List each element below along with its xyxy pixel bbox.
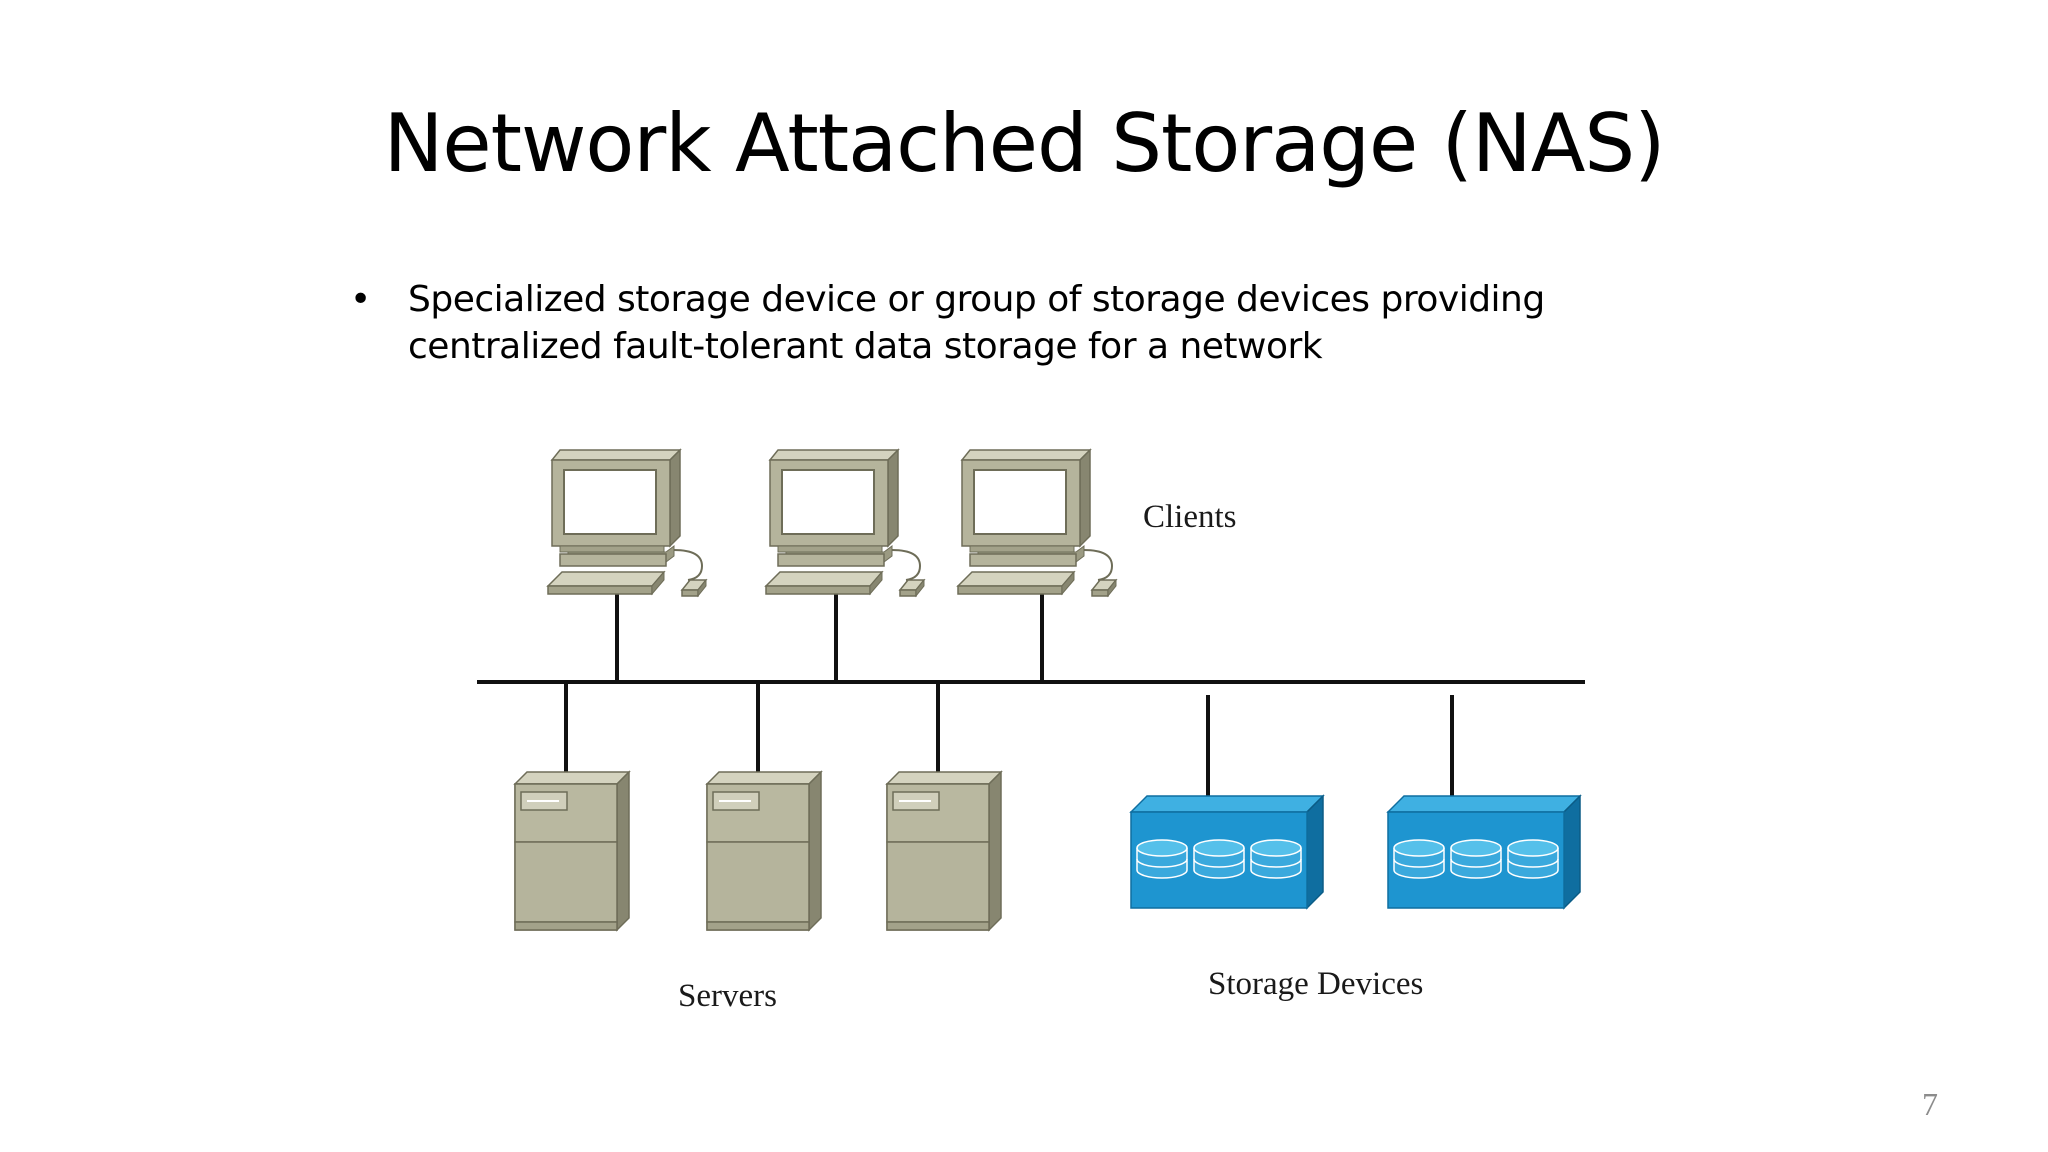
servers-label: Servers <box>678 978 777 1014</box>
client-computer-1 <box>547 449 707 597</box>
storage-device-2 <box>1387 795 1581 909</box>
server-1 <box>514 771 630 931</box>
bullet-line-2: centralized fault-tolerant data storage … <box>408 326 1323 367</box>
client-computer-2 <box>765 449 925 597</box>
bullet-dot: • <box>350 279 371 320</box>
server-3 <box>886 771 1002 931</box>
storage-devices-label: Storage Devices <box>1208 966 1423 1002</box>
storage-device-1 <box>1130 795 1324 909</box>
slide-title: Network Attached Storage (NAS) <box>383 97 1666 190</box>
bullet-list: • Specialized storage device or group of… <box>350 276 1650 370</box>
clients-label: Clients <box>1143 499 1237 535</box>
server-2 <box>706 771 822 931</box>
client-computer-3 <box>957 449 1117 597</box>
bullet-line-1: Specialized storage device or group of s… <box>408 279 1545 320</box>
page-number: 7 <box>1922 1086 1938 1122</box>
bullet-item: • Specialized storage device or group of… <box>350 276 1650 370</box>
